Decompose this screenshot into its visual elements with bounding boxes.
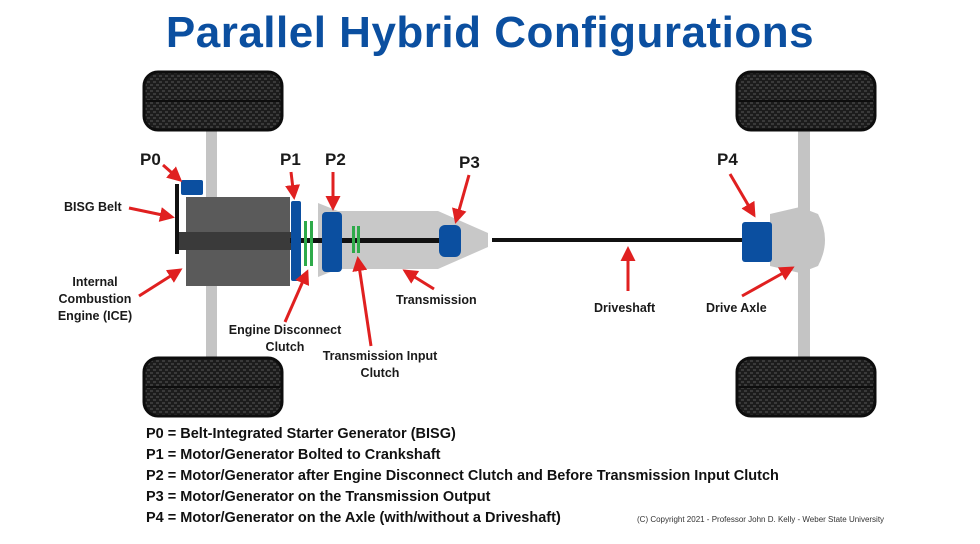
input-shaft	[290, 238, 440, 243]
drive-axle-label: Drive Axle	[706, 301, 767, 315]
p4-motor	[742, 222, 772, 262]
ice-label: Internal Combustion Engine (ICE)	[57, 275, 133, 323]
p0-label: P0	[140, 150, 161, 169]
engine-disconnect-clutch-label: Engine Disconnect Clutch	[228, 323, 342, 354]
bisg-belt-label: BISG Belt	[64, 200, 122, 214]
legend-item-p0: P0 = Belt-Integrated Starter Generator (…	[146, 426, 456, 442]
drive-axle-housing	[770, 207, 825, 273]
p0-arrow	[162, 163, 183, 182]
p4-label: P4	[717, 150, 738, 169]
crankshaft	[178, 232, 296, 250]
transmission-arrow	[402, 269, 435, 291]
transmission-label: Transmission	[396, 293, 477, 307]
legend: P0 = Belt-Integrated Starter Generator (…	[146, 424, 779, 529]
transmission-input-clutch-label: Transmission Input Clutch	[322, 349, 438, 380]
legend-item-p3: P3 = Motor/Generator on the Transmission…	[146, 489, 491, 505]
ice-arrow	[138, 268, 183, 298]
p4-arrow	[728, 173, 756, 218]
tire-front-left	[142, 70, 284, 132]
page-title: Parallel Hybrid Configurations	[165, 8, 815, 57]
copyright-notice: (C) Copyright 2021 - Professor John D. K…	[637, 515, 885, 524]
driveshaft-label: Driveshaft	[594, 301, 656, 315]
transmission-input-clutch	[352, 226, 355, 253]
p1-arrow	[285, 171, 301, 200]
engine-disconnect-clutch-arrow	[283, 269, 310, 323]
legend-item-p2: P2 = Motor/Generator after Engine Discon…	[146, 468, 779, 484]
p0-motor	[181, 180, 203, 195]
transmission-input-clutch-plate	[357, 226, 360, 253]
p3-label: P3	[459, 153, 480, 172]
transmission-input-clutch-arrow	[352, 256, 373, 347]
tire-rear-left	[735, 70, 877, 132]
tire-front-right	[142, 356, 284, 418]
driveshaft	[492, 238, 742, 242]
tire-rear-right	[735, 356, 877, 418]
drive-axle-arrow	[741, 266, 795, 298]
p3-arrow	[452, 174, 471, 224]
p1-motor	[291, 201, 301, 281]
legend-item-p1: P1 = Motor/Generator Bolted to Crankshaf…	[146, 447, 441, 463]
p2-label: P2	[325, 150, 346, 169]
p2-motor	[322, 212, 342, 272]
p3-motor	[439, 225, 461, 257]
bisg-belt-arrow	[128, 206, 175, 222]
p1-label: P1	[280, 150, 301, 169]
engine-disconnect-clutch-plate	[310, 221, 313, 266]
bisg-belt	[175, 184, 179, 254]
legend-item-p4: P4 = Motor/Generator on the Axle (with/w…	[146, 510, 561, 526]
engine-disconnect-clutch	[304, 221, 307, 266]
